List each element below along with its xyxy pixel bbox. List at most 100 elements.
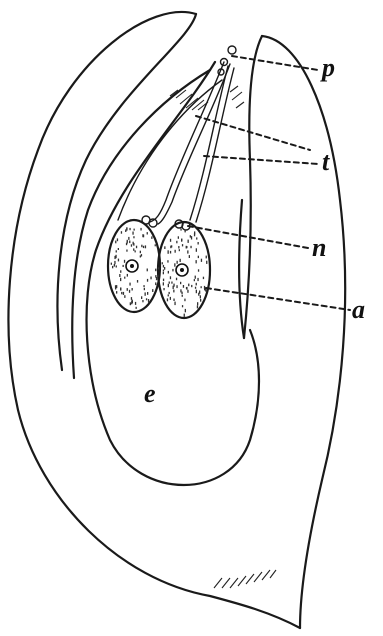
stipple-dot [173,299,174,302]
leader-a [206,288,350,310]
stipple-dot [194,279,195,281]
egg-nucleolus-right [180,268,184,272]
stipple-dot [133,236,134,238]
stipple-dot [186,287,187,290]
stipple-dot [196,290,197,294]
stipple-dot [136,246,137,249]
stipple-dot [200,295,201,298]
stipple-dot [179,249,180,251]
stipple-dot [184,299,185,302]
stipple-dot [198,293,199,296]
stipple-dot [164,246,165,249]
stipple-dot [173,290,174,293]
stipple-dot [142,234,143,237]
egg-nucleolus-left [130,264,134,268]
stipple-dot [169,282,170,284]
stipple-dot [156,277,157,280]
stipple-dot [172,269,173,272]
stipple-dot [148,299,149,303]
stipple-dot [180,282,181,284]
stipple-dot [124,277,125,279]
stipple-dot [133,248,134,250]
stipple-dot [178,236,179,239]
stipple-dot [206,256,207,259]
stipple-dot [144,288,145,290]
stipple-dot [196,283,197,286]
outer-integument [8,12,300,628]
label-e: e [144,379,156,408]
stipple-dot [152,289,153,292]
stipple-dot [129,241,130,244]
stipple-dot [188,240,189,243]
stipple-dot [176,278,177,281]
stipple-dot [182,305,183,307]
stipple-dot [197,278,198,281]
stipple-dot [120,278,121,281]
stipple-dot [123,265,124,267]
stipple-dot [141,245,142,248]
stipple-dot [124,295,125,298]
leader-t-1 [196,116,310,150]
stipple-dot [198,256,199,258]
stipple-dot [178,246,179,249]
stipple-dot [175,250,176,253]
stipple-dot [163,282,164,285]
stipple-dot [143,285,144,287]
stipple-dot [169,292,170,294]
stipple-dot [180,259,181,262]
stipple-dot [145,292,146,295]
stipple-left [111,227,160,309]
stipple-dot [140,228,141,231]
stipple-dot [157,275,158,277]
stipple-dot [136,307,137,309]
stipple-dot [155,269,156,272]
stipple-dot [126,228,127,230]
stipple-dot [135,250,136,252]
stipple-dot [196,237,197,239]
stipple-dot [170,251,171,254]
inner-integument-inner-edge [118,80,222,220]
stipple-dot [187,290,188,293]
stipple-dot [142,300,143,302]
stipple-dot [121,292,122,294]
stipple-dot [134,229,135,231]
stipple-dot [131,300,132,303]
stipple-dot [129,228,130,230]
stipple-dot [126,250,127,252]
stipple-dot [203,277,204,279]
stipple-dot [150,277,151,280]
stipple-dot [115,255,116,258]
stipple-dot [118,259,119,262]
stipple-dot [201,286,202,288]
stipple-dot [163,288,164,290]
stipple-dot [170,297,171,300]
stipple-dot [131,297,132,300]
stipple-dot [167,298,168,301]
stipple-dot [184,314,185,317]
stipple-dot [133,243,134,246]
stipple-dot [173,284,174,287]
label-p: p [320,53,335,82]
right-integument [262,36,345,628]
stipple-dot [115,285,116,288]
stipple-dot [132,288,133,291]
stipple-dot [194,233,195,236]
stipple-dot [198,242,199,245]
stipple-dot [200,299,201,302]
stipple-right [162,228,208,317]
stipple-dot [163,272,164,274]
stipple-dot [129,283,130,286]
stipple-dot [188,284,189,287]
stipple-dot [128,237,129,240]
stipple-dot [164,267,165,270]
stipple-dot [130,302,131,305]
stipple-dot [141,296,142,299]
label-t: t [322,147,330,176]
stipple-dot [116,265,117,267]
stipple-dot [198,269,199,271]
stipple-dot [125,229,126,232]
micropyle-wall [239,200,244,338]
stipple-dot [170,246,171,249]
right-integument-inner [244,36,262,338]
